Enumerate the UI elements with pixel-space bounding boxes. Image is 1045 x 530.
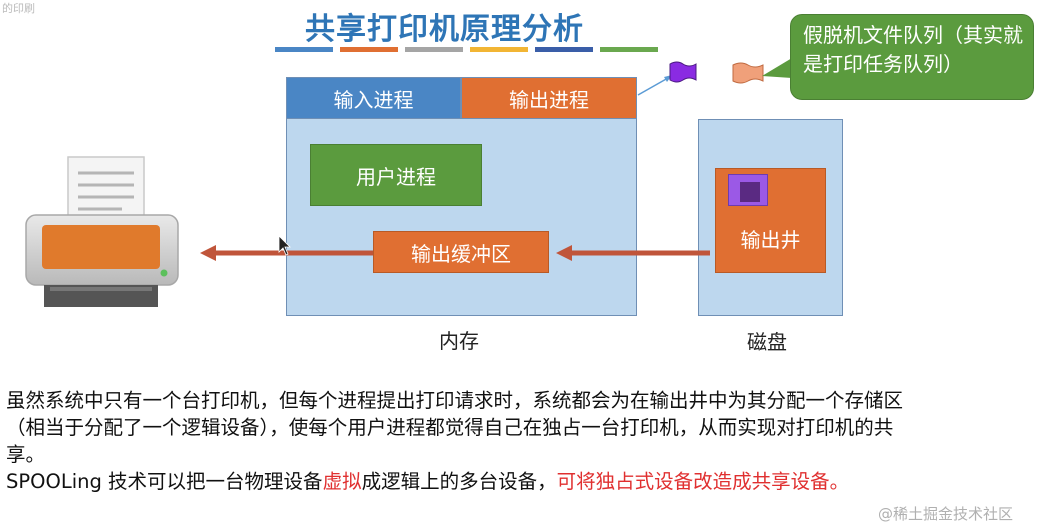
arrow-cursor-icon xyxy=(278,235,291,256)
callout-pointer xyxy=(762,58,792,78)
arrow-to-queue xyxy=(637,75,672,96)
title-stripe xyxy=(535,47,593,52)
spooling-text-2: 成逻辑上的多台设备， xyxy=(361,470,557,493)
spool-file-purple-icon xyxy=(669,61,697,83)
title-stripe xyxy=(405,47,463,52)
arrow-buffer-to-printer xyxy=(200,245,373,261)
spooling-highlight-virtual: 虚拟 xyxy=(322,470,362,493)
output-buffer-block: 输出缓冲区 xyxy=(373,231,549,273)
explanation-paragraph-1: 虽然系统中只有一个台打印机，但每个进程提出打印请求时，系统都会为在输出井中为其分… xyxy=(6,389,904,466)
page-title: 共享打印机原理分析 xyxy=(305,12,584,47)
title-stripe xyxy=(600,47,658,52)
input-process-block: 输入进程 xyxy=(286,77,461,119)
user-process-block: 用户进程 xyxy=(310,144,482,206)
title-stripe xyxy=(470,47,528,52)
disk-label: 磁盘 xyxy=(747,330,787,354)
spool-file-orange-icon xyxy=(732,62,764,84)
storage-slot-inner xyxy=(740,182,760,202)
title-stripe xyxy=(340,47,398,52)
spooling-text-1: SPOOLing 技术可以把一台物理设备 xyxy=(6,470,323,493)
title-stripe xyxy=(275,47,333,52)
corner-watermark-text: 的印刷 xyxy=(2,2,35,15)
spooling-highlight-shared: 可将独占式设备改造成共享设备。 xyxy=(556,470,850,493)
printer-icon xyxy=(25,156,179,307)
spool-queue-callout: 假脱机文件队列（其实就是打印任务队列） xyxy=(790,14,1034,100)
explanation-text: 虽然系统中只有一个台打印机，但每个进程提出打印请求时，系统都会为在输出井中为其分… xyxy=(6,387,926,495)
site-watermark: @稀土掘金技术社区 xyxy=(878,505,1014,523)
explanation-paragraph-2: SPOOLing 技术可以把一台物理设备虚拟成逻辑上的多台设备，可将独占式设备改… xyxy=(6,468,926,495)
memory-label: 内存 xyxy=(439,329,479,353)
output-process-block: 输出进程 xyxy=(461,77,637,119)
arrow-well-to-buffer xyxy=(556,245,710,261)
